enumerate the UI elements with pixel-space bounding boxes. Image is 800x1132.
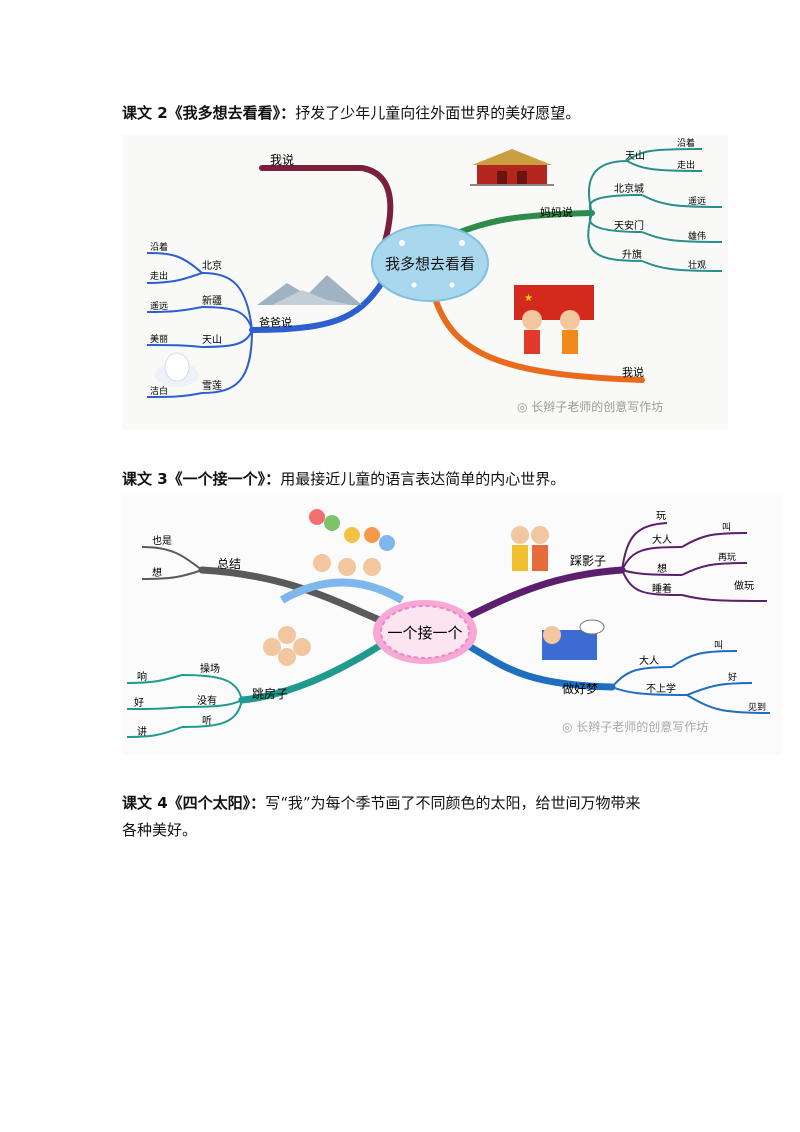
wechat-icon: ◎ — [562, 720, 576, 734]
lesson4-title: 课文 4《四个太阳》 — [122, 794, 251, 812]
baba-sub-label: 沿着 — [150, 241, 168, 253]
mama-item-label: 天安门 — [614, 219, 644, 232]
sleeping-child-illustration — [542, 619, 605, 660]
dream-sub-label: 见到 — [748, 701, 766, 713]
shadow-sub-label: 大人 — [652, 533, 672, 546]
mama-sub-label: 遥远 — [688, 195, 706, 207]
dream-sub-label: 叫 — [714, 640, 723, 651]
branch-wo-shuo-bottom: 我说 — [622, 365, 644, 379]
shadow-children-illustration — [511, 526, 549, 571]
shadow-sub-label: 再玩 — [718, 552, 736, 563]
summary-sub-label: 想 — [152, 566, 162, 579]
jump-sub-label: 听 — [202, 715, 212, 727]
center-label: 一个接一个 — [387, 624, 462, 642]
mountain-illustration — [257, 275, 362, 305]
branch-jump: 跳房子 — [252, 686, 288, 701]
watermark-text: 长辫子老师的创意写作坊 — [576, 719, 708, 734]
jump-sub-label: 没有 — [197, 694, 217, 707]
branch-mama-shuo: 妈妈说 — [540, 205, 573, 219]
dream-sub-label: 不上学 — [646, 682, 676, 695]
mama-item-label: 升旗 — [622, 248, 642, 261]
watermark-text: 长辫子老师的创意写作坊 — [531, 399, 663, 414]
mama-sub-label: 沿着 — [677, 137, 695, 149]
branch-summary: 总结 — [217, 557, 241, 571]
dream-sub-label: 好 — [728, 671, 737, 683]
lotus-illustration — [155, 352, 199, 387]
lesson3-title: 课文 3《一个接一个》 — [122, 470, 266, 488]
mama-sub-label: 走出 — [677, 159, 695, 171]
mama-sub-label: 雄伟 — [688, 230, 706, 242]
branch-shadow: 踩影子 — [570, 554, 606, 568]
lesson4-description-line1: 写“我”为每个季节画了不同颜色的太阳，给世间万物带来 — [265, 794, 641, 812]
baba-item-label: 雪莲 — [202, 380, 222, 392]
jump-sub-label: 好 — [134, 697, 144, 709]
baba-sub-label: 遥远 — [150, 300, 168, 312]
branch-wo-shuo-top: 我说 — [270, 152, 294, 167]
lesson2-mindmap: ★ 我多想去看看 我说 妈妈说 我说 爸爸说 天山 沿着 走出 北京城 遥远 天… — [122, 135, 728, 430]
branch-baba-shuo: 爸爸说 — [259, 315, 292, 329]
lesson4-description-line2: 各种美好。 — [122, 821, 198, 839]
jump-sub-label: 讲 — [137, 725, 147, 738]
baba-sub-label: 走出 — [150, 270, 168, 282]
watermark: ◎ 长辫子老师的创意写作坊 — [562, 719, 708, 734]
jump-sub-label: 操场 — [200, 662, 220, 675]
balloon-children-illustration — [279, 509, 405, 604]
dream-sub-label: 大人 — [639, 654, 659, 667]
lesson3-mindmap: 一个接一个 总结 也是 想 踩影子 玩 大人 叫 再玩 想 睡着 做玩 跳房子 … — [122, 495, 782, 755]
lesson4-heading-line: 课文 4《四个太阳》：写“我”为每个季节画了不同颜色的太阳，给世间万物带来 — [122, 790, 641, 816]
lesson2-heading-line: 课文 2《我多想去看看》：抒发了少年儿童向往外面世界的美好愿望。 — [122, 100, 580, 126]
svg-text:★: ★ — [524, 293, 533, 304]
lesson2-sep: ： — [280, 104, 296, 122]
mama-item-label: 天山 — [625, 150, 645, 162]
lesson2-title: 课文 2《我多想去看看》 — [122, 104, 281, 122]
mama-item-label: 北京城 — [614, 182, 644, 195]
lesson2-description: 抒发了少年儿童向往外面世界的美好愿望。 — [295, 104, 581, 122]
baba-sub-label: 洁白 — [150, 385, 168, 397]
baba-item-label: 北京 — [202, 259, 222, 272]
tiananmen-illustration — [470, 149, 554, 186]
baba-item-label: 天山 — [202, 334, 222, 346]
lesson3-mindmap-svg: 一个接一个 总结 也是 想 踩影子 玩 大人 叫 再玩 想 睡着 做玩 跳房子 … — [122, 495, 782, 755]
shadow-sub-label: 想 — [657, 562, 667, 575]
branch-dream: 做好梦 — [562, 681, 598, 696]
baba-sub-label: 美丽 — [150, 333, 168, 345]
lesson4-sep: ： — [250, 794, 266, 812]
center-label: 我多想去看看 — [385, 255, 475, 273]
baba-item-label: 新疆 — [202, 294, 222, 307]
summary-sub-label: 也是 — [152, 534, 172, 547]
watermark: ◎ 长辫子老师的创意写作坊 — [517, 399, 663, 414]
lesson3-sep: ： — [265, 470, 281, 488]
flag-children-illustration: ★ — [514, 285, 594, 354]
shadow-sub-label: 玩 — [656, 511, 666, 522]
jump-sub-label: 响 — [137, 670, 147, 683]
lesson3-description: 用最接近儿童的语言表达简单的内心世界。 — [280, 470, 566, 488]
shadow-sub-label: 叫 — [722, 522, 731, 533]
lesson3-heading-line: 课文 3《一个接一个》：用最接近儿童的语言表达简单的内心世界。 — [122, 466, 565, 492]
lesson2-mindmap-svg: ★ 我多想去看看 我说 妈妈说 我说 爸爸说 天山 沿着 走出 北京城 遥远 天… — [122, 135, 728, 430]
wechat-icon: ◎ — [517, 400, 531, 414]
shadow-sub-label: 做玩 — [734, 579, 754, 592]
shadow-sub-label: 睡着 — [652, 582, 672, 595]
hopscotch-children-illustration — [263, 626, 311, 666]
mama-sub-label: 壮观 — [688, 259, 706, 271]
center-flower — [373, 600, 477, 664]
